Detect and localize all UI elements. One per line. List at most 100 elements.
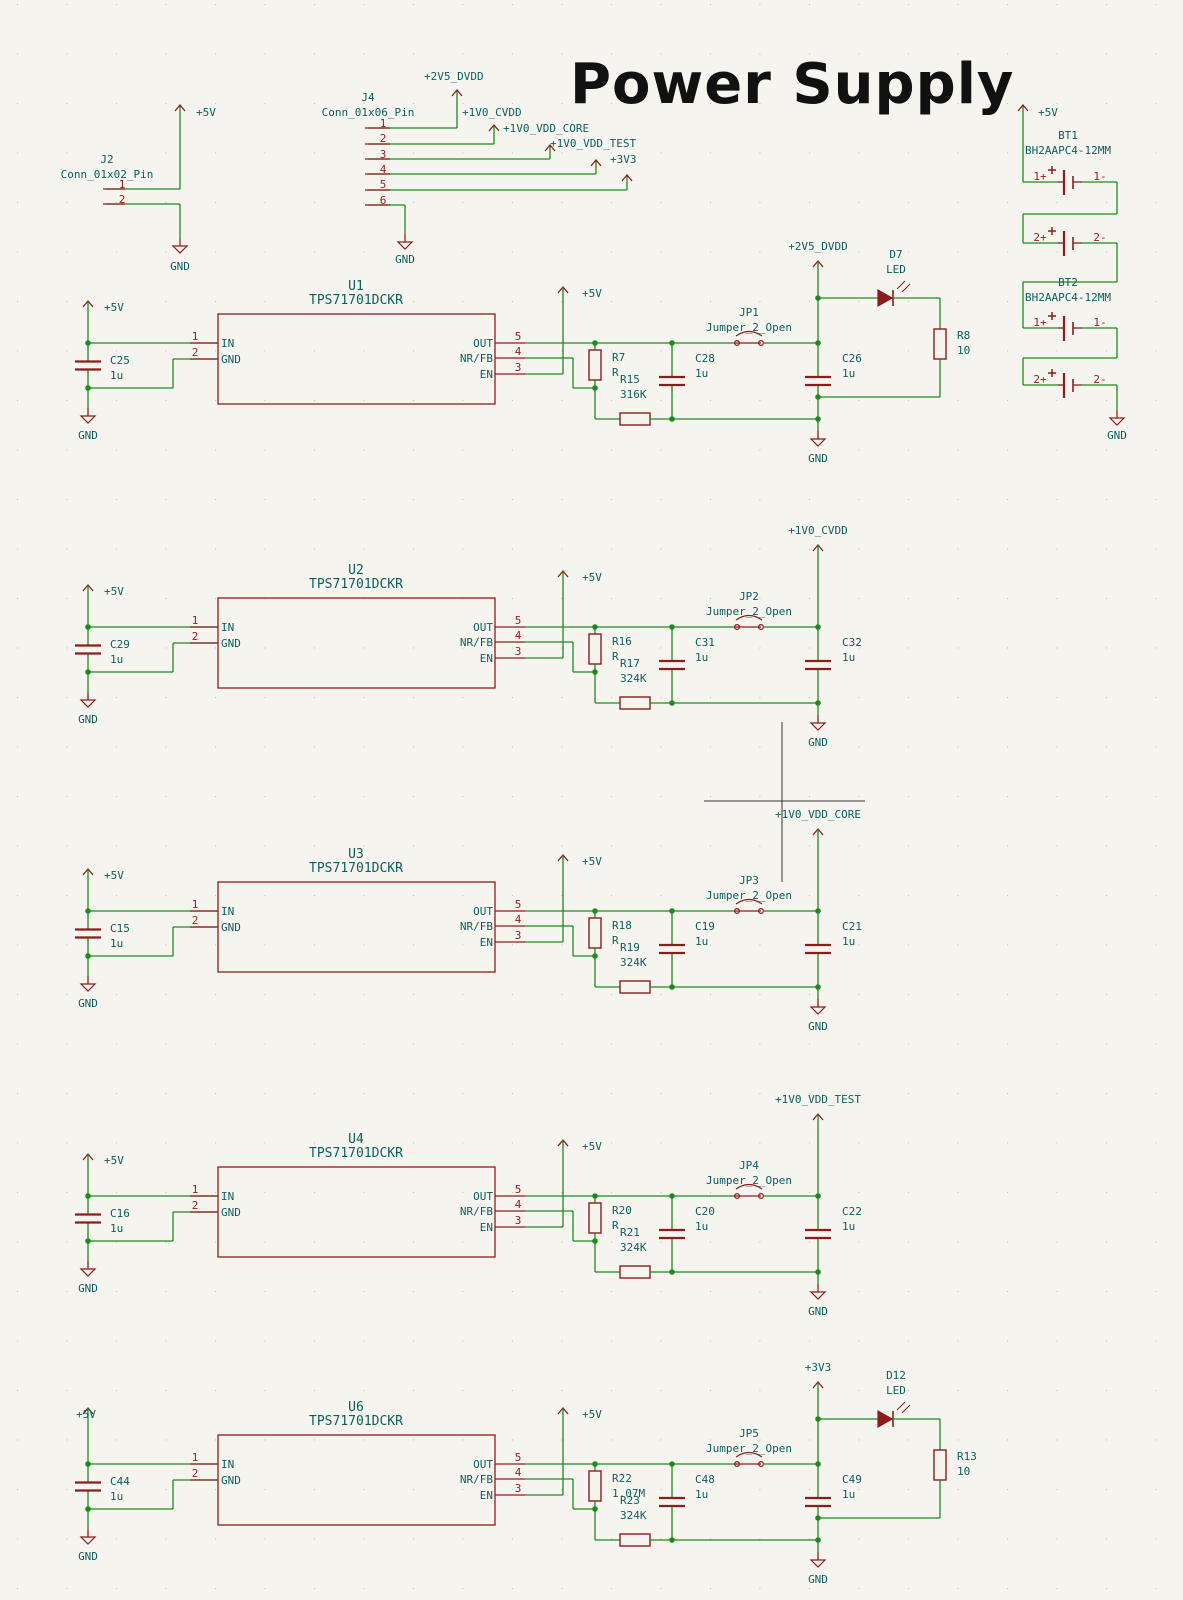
jumper-pad — [733, 1192, 740, 1199]
ic-value: TPS71701DCKR — [309, 861, 403, 876]
gnd-symbol — [79, 415, 97, 424]
jumper-ref: JP5 — [739, 1427, 759, 1440]
ic-pin-1: 1 — [192, 614, 199, 627]
ic-pin-gnd-label: GND — [221, 921, 241, 934]
bt2-pin-minus2: 2- — [1093, 373, 1106, 386]
ic-pin-nrfb-label: NR/FB — [460, 1205, 493, 1218]
ic-ref: U4 — [348, 1132, 364, 1147]
output-gnd-label: GND — [808, 452, 828, 465]
ic-pin-1: 1 — [192, 898, 199, 911]
ic-ref: U2 — [348, 563, 364, 578]
input-gnd-label: GND — [78, 1550, 98, 1563]
ic-pin-1: 1 — [192, 330, 199, 343]
regulator-u1[interactable]: +5VC251uGNDU1TPS71701DCKRINGNDOUTNR/FBEN… — [75, 240, 970, 465]
battery-bank[interactable] — [1017, 104, 1125, 426]
jumper-ref: JP1 — [739, 306, 759, 319]
ic-pin-en-label: EN — [480, 936, 493, 949]
output-gnd-label: GND — [808, 736, 828, 749]
ic-pin-1: 1 — [192, 1451, 199, 1464]
led-r-value: 10 — [957, 344, 970, 357]
led-r-ref: R13 — [957, 1450, 977, 1463]
ic-pin-5: 5 — [515, 614, 522, 627]
cmid-value: 1u — [695, 367, 708, 380]
gnd-symbol — [79, 1536, 97, 1545]
j2-value: Conn_01x02_Pin — [61, 168, 154, 181]
jumper-value: Jumper_2_Open — [706, 605, 792, 618]
led-diode — [877, 288, 894, 308]
ic-pin-3: 3 — [515, 1482, 522, 1495]
cmid-value: 1u — [695, 1220, 708, 1233]
connector-j4[interactable] — [365, 89, 633, 250]
bt2-pin-plus1: 1+ — [1033, 316, 1047, 329]
ic-value: TPS71701DCKR — [309, 577, 403, 592]
cout-ref: C21 — [842, 920, 862, 933]
en-power-label: +5V — [582, 1408, 602, 1421]
ic-pin-3: 3 — [515, 929, 522, 942]
ic-pin-2: 2 — [192, 1467, 199, 1480]
j4-gnd-label: GND — [395, 253, 415, 266]
led-diode — [877, 1409, 894, 1429]
j4-pin5: 5 — [380, 178, 387, 191]
regulator-u6[interactable]: +5VC441uGNDU6TPS71701DCKRINGNDOUTNR/FBEN… — [75, 1361, 977, 1586]
rail-label: +3V3 — [805, 1361, 832, 1374]
junction-dot — [592, 340, 598, 346]
cout-ref: C26 — [842, 352, 862, 365]
junction-dot — [815, 1515, 821, 1521]
output-gnd-label: GND — [808, 1020, 828, 1033]
ic-pin-2: 2 — [192, 914, 199, 927]
bt1-pin-plus2: 2+ — [1033, 231, 1047, 244]
rbot-ref: R15 — [620, 373, 640, 386]
junction-dot — [592, 1461, 598, 1467]
j4-pin3: 3 — [380, 148, 387, 161]
jumper-arc — [735, 898, 763, 905]
vin-label: +5V — [76, 1408, 96, 1421]
gnd-symbol — [809, 722, 827, 731]
rtop-ref: R18 — [612, 919, 632, 932]
jumper-pad — [733, 623, 740, 630]
j4-value: Conn_01x06_Pin — [322, 106, 415, 119]
ic-value: TPS71701DCKR — [309, 1414, 403, 1429]
net-label-line — [704, 722, 865, 882]
j4-rail-test: +1V0_VDD_TEST — [550, 137, 636, 150]
bt2-ref: BT2 — [1058, 276, 1078, 289]
ic-pin-5: 5 — [515, 330, 522, 343]
j4-ref: J4 — [361, 91, 375, 104]
ic-pin-5: 5 — [515, 1451, 522, 1464]
cmid-ref: C28 — [695, 352, 715, 365]
bt2-pin-minus1: 1- — [1093, 316, 1106, 329]
vin-label: +5V — [104, 1154, 124, 1167]
regulator-u2[interactable]: +5VC291uGNDU2TPS71701DCKRINGNDOUTNR/FBEN… — [75, 524, 862, 749]
battery-gnd-label: GND — [1107, 429, 1127, 442]
rbot-value: 324K — [620, 1241, 647, 1254]
regulator-u4[interactable]: +5VC161uGNDU4TPS71701DCKRINGNDOUTNR/FBEN… — [75, 1093, 862, 1318]
rbot-ref: R17 — [620, 657, 640, 670]
gnd-symbol — [809, 1559, 827, 1568]
j4-rail-cvdd: +1V0_CVDD — [462, 106, 522, 119]
jumper-ref: JP3 — [739, 874, 759, 887]
regulator-u3[interactable]: +5VC151uGNDU3TPS71701DCKRINGNDOUTNR/FBEN… — [75, 808, 862, 1033]
j4-pin6: 6 — [380, 194, 387, 207]
rail-label: +1V0_VDD_CORE — [775, 808, 861, 821]
jumper-value: Jumper_2_Open — [706, 1442, 792, 1455]
rtop-ref: R7 — [612, 351, 625, 364]
ic-pin-nrfb-label: NR/FB — [460, 352, 493, 365]
j4-rail-3v3: +3V3 — [610, 153, 637, 166]
led-r-ref: R8 — [957, 329, 970, 342]
connector-j2[interactable] — [103, 104, 188, 254]
ic-pin-5: 5 — [515, 898, 522, 911]
cmid-value: 1u — [695, 935, 708, 948]
jumper-arc — [735, 1451, 763, 1458]
gnd-symbol — [809, 1006, 827, 1015]
rbot-ref: R19 — [620, 941, 640, 954]
rtop-value: R — [612, 1219, 619, 1232]
rbot-ref: R21 — [620, 1226, 640, 1239]
gnd-symbol — [809, 438, 827, 447]
ic-ref: U6 — [348, 1400, 364, 1415]
ic-pin-3: 3 — [515, 645, 522, 658]
ic-pin-3: 3 — [515, 361, 522, 374]
j2-ref: J2 — [100, 153, 113, 166]
gnd-symbol — [79, 983, 97, 992]
ic-pin-4: 4 — [515, 1198, 522, 1211]
ic-pin-in-label: IN — [221, 621, 234, 634]
